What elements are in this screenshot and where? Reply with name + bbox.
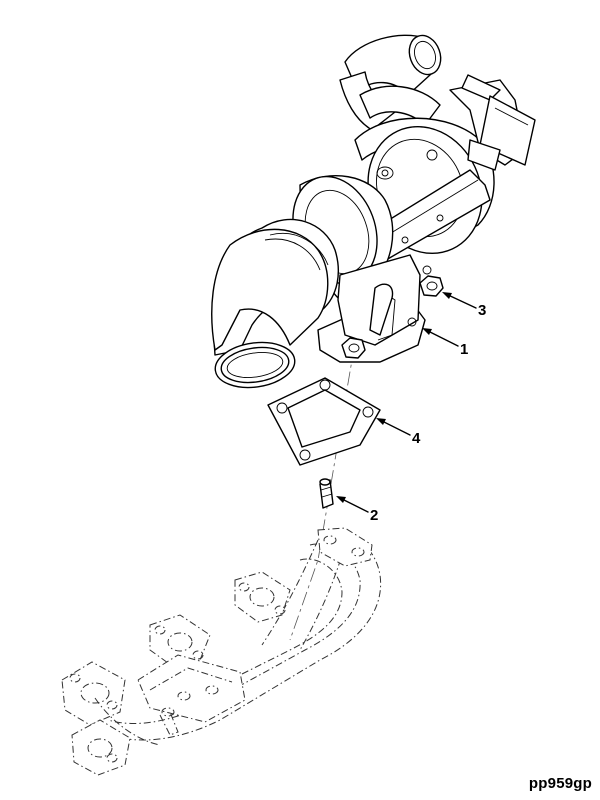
mounting-nut bbox=[419, 275, 444, 297]
callout-3: 3 bbox=[478, 302, 486, 319]
callout-4: 4 bbox=[412, 430, 421, 447]
mounting-stud bbox=[319, 478, 334, 509]
turbocharger bbox=[211, 34, 536, 389]
figure-reference-code: pp959gp bbox=[528, 775, 592, 792]
flange-nut-lower bbox=[341, 337, 366, 359]
callout-2: 2 bbox=[370, 507, 378, 524]
turbo-gasket bbox=[267, 377, 381, 466]
exhaust-manifold-phantom bbox=[61, 527, 382, 776]
callout-leaders bbox=[336, 292, 477, 513]
callout-1: 1 bbox=[460, 341, 468, 358]
